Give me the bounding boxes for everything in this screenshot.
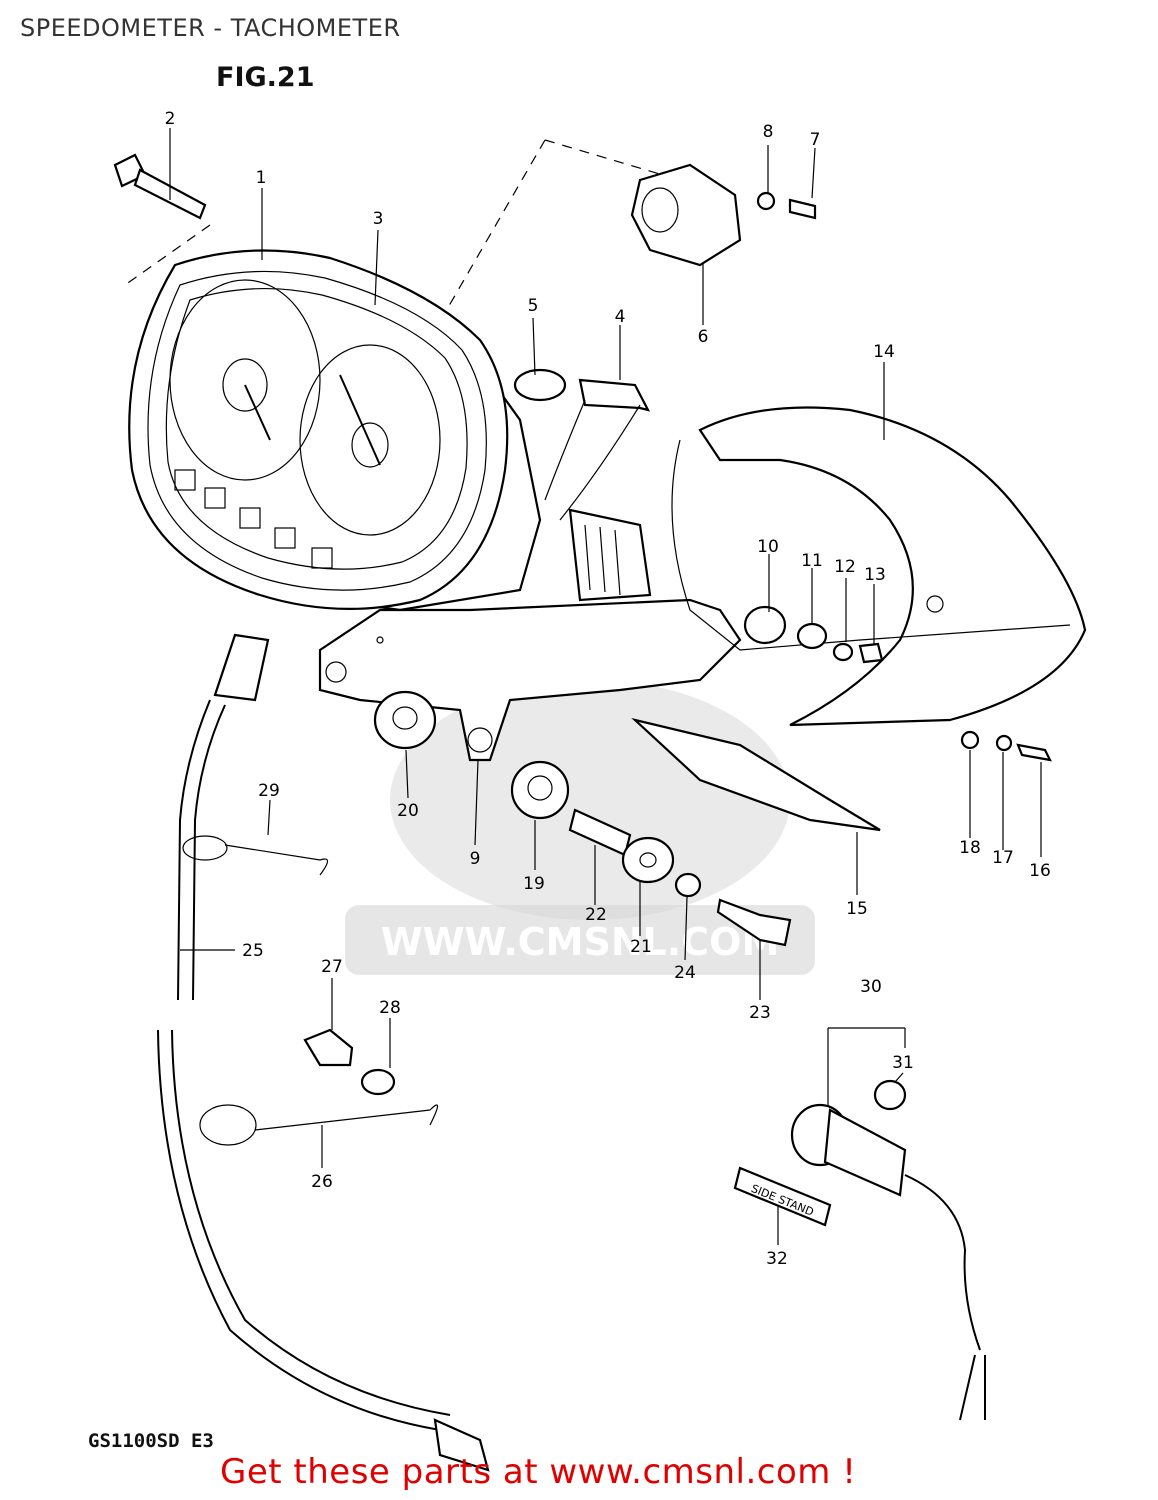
part-31-bulb: [873, 1079, 907, 1111]
part-6-socket: [630, 163, 742, 267]
callout-21: 21: [630, 937, 652, 957]
callout-24: 24: [674, 963, 696, 983]
callout-30: 30: [860, 977, 882, 997]
part-29-clip: [182, 835, 329, 876]
callout-18: 18: [959, 838, 981, 858]
wiring-connector: [568, 508, 652, 602]
callout-23: 23: [749, 1003, 771, 1023]
callout-20: 20: [397, 801, 419, 821]
part-4-socket: [544, 378, 651, 521]
part-10-grommet: [743, 605, 787, 645]
part-19-grommet: [510, 760, 570, 820]
part-20-grommet: [373, 690, 437, 750]
part-15-plate: [631, 717, 881, 832]
part-7-screw: [788, 198, 817, 220]
callout-31: 31: [892, 1053, 914, 1073]
callout-9: 9: [470, 849, 481, 869]
part-5-bulb: [513, 368, 567, 402]
part-25-cable: [157, 633, 490, 1472]
callout-5: 5: [528, 296, 539, 316]
part-14-cover: [671, 406, 1087, 727]
callout-22: 22: [585, 905, 607, 925]
part-23-bolt: [716, 898, 792, 947]
callout-25: 25: [242, 941, 264, 961]
part-11-washer: [796, 622, 828, 650]
callout-8: 8: [763, 122, 774, 142]
callout-27: 27: [321, 957, 343, 977]
part-8-washer: [756, 191, 776, 211]
callout-6: 6: [698, 327, 709, 347]
callout-26: 26: [311, 1172, 333, 1192]
part-21-washer: [621, 836, 675, 884]
callout-16: 16: [1029, 861, 1051, 881]
callout-12: 12: [834, 557, 856, 577]
part-28-washer: [360, 1068, 396, 1096]
part-30-switch: [790, 1103, 986, 1421]
part-26-clip: [199, 1104, 439, 1146]
watermark-text: WWW.CMSNL.COM: [381, 920, 780, 964]
part-27-bolt: [303, 1028, 354, 1067]
callout-2: 2: [165, 109, 176, 129]
callout-13: 13: [864, 565, 886, 585]
callout-15: 15: [846, 899, 868, 919]
part-2-adaptor: [113, 153, 207, 220]
callout-1: 1: [256, 168, 267, 188]
callout-11: 11: [801, 551, 823, 571]
callout-32: 32: [766, 1249, 788, 1269]
callout-labels: 1 2 3 4 5 6 7 8 9 10 11 12 13 14 15 16 1…: [165, 109, 1051, 1269]
part-18-washer: [960, 730, 980, 750]
meter-assembly: [128, 249, 742, 762]
callout-7: 7: [810, 130, 821, 150]
part-24-washer: [674, 872, 702, 898]
figure-label: FIG.21: [216, 62, 315, 93]
part-16-screw: [1016, 743, 1052, 762]
callout-14: 14: [873, 342, 895, 362]
part-32-decal: SIDE STAND: [733, 1166, 832, 1227]
callout-28: 28: [379, 998, 401, 1018]
callout-19: 19: [523, 874, 545, 894]
model-code: GS1100SD E3: [88, 1430, 214, 1452]
part-13-nut: [858, 642, 884, 664]
part-17-washer: [995, 734, 1013, 752]
page-title: SPEEDOMETER - TACHOMETER: [20, 14, 401, 42]
part-12-washer: [832, 642, 854, 662]
callout-3: 3: [373, 209, 384, 229]
callout-17: 17: [992, 848, 1014, 868]
callout-29: 29: [258, 781, 280, 801]
callout-4: 4: [615, 307, 626, 327]
footer-banner-link[interactable]: Get these parts at www.cmsnl.com !: [220, 1452, 857, 1492]
callout-10: 10: [757, 537, 779, 557]
